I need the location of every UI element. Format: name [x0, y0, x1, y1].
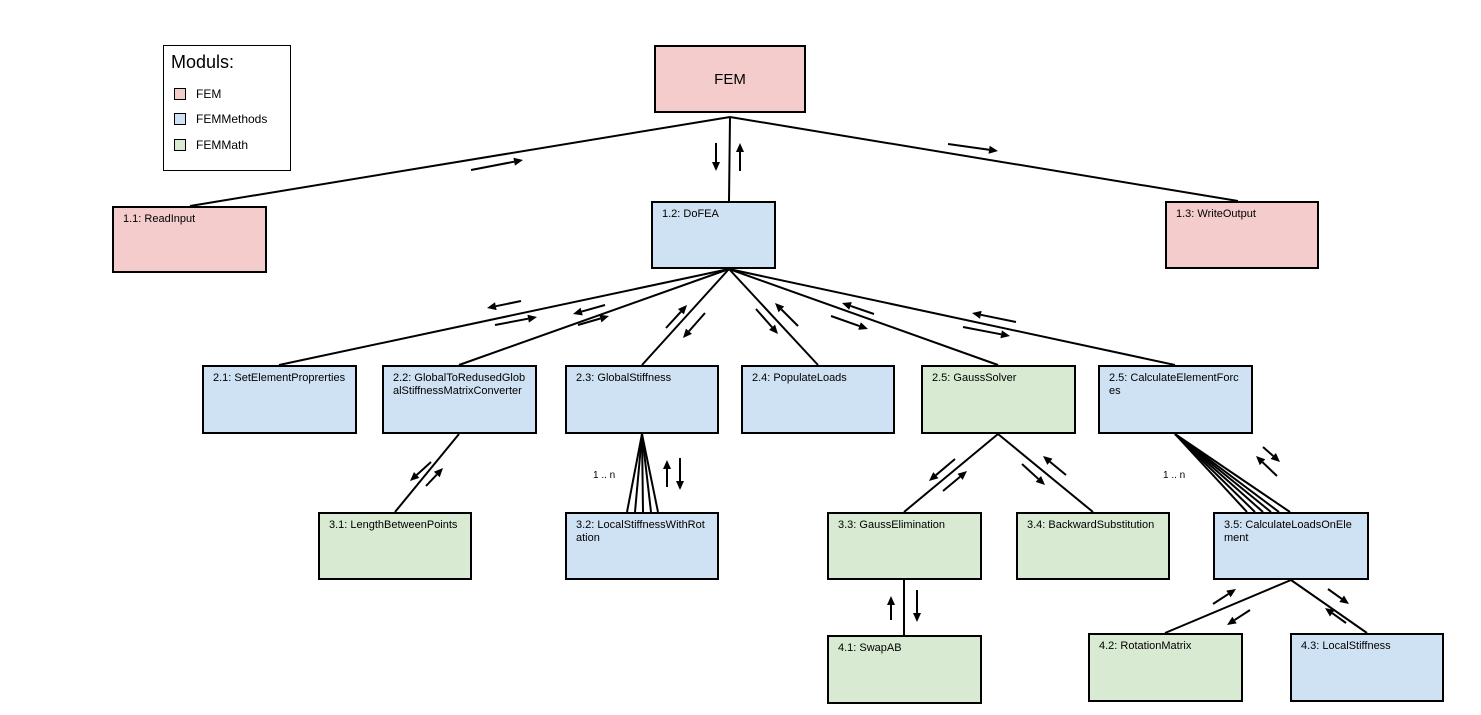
arrow-populate-loads-to-dofea [775, 303, 799, 327]
legend-label-femmath: FEMMath [196, 138, 249, 152]
arrow-gauss-solver-to-backward [1021, 463, 1045, 485]
arrow-elimination-to-swap [913, 590, 921, 622]
connector-element-forces-loads-5 [1174, 433, 1280, 513]
arrow-dofea-to-global-to-reduced [577, 314, 609, 326]
node-calculate-loads-on-element: 3.5: CalculateLoadsOnElement [1213, 512, 1369, 580]
connector-gauss-solver-elimination [903, 433, 999, 513]
arrow-local-to-global-stiffness [663, 460, 671, 487]
arrow-element-forces-to-loads [1262, 446, 1280, 462]
multiplicity-global-stiffness: 1 .. n [593, 470, 616, 481]
legend-swatch-femmethods [174, 113, 186, 125]
arrow-loads-to-rotation [1212, 589, 1236, 605]
node-calculate-element-forces: 2.5: CalculateElementForces [1098, 365, 1253, 434]
node-length-between-points: 3.1: LengthBetweenPoints [318, 512, 472, 580]
connector-dofea-global-to-reduced [458, 268, 730, 366]
connector-fem-do-fea [728, 116, 731, 202]
arrow-fem-to-write-output [947, 143, 998, 154]
connector-loads-local-stiffness [1290, 579, 1368, 634]
node-write-output: 1.3: WriteOutput [1165, 201, 1319, 269]
node-local-stiffness-with-rotation: 3.2: LocalStiffnessWithRotation [565, 512, 719, 580]
arrow-fem-to-do-fea-down [712, 143, 720, 171]
arrow-calc-forces-to-dofea [972, 310, 1017, 323]
node-global-stiffness: 2.3: GlobalStiffness [565, 365, 719, 434]
connector-loads-rotation-matrix [1164, 579, 1292, 634]
arrow-rotation-to-loads [1227, 609, 1251, 625]
connector-element-forces-loads-6 [1174, 433, 1291, 513]
arrow-global-to-reduced-to-length [410, 461, 432, 481]
connector-dofea-gauss-solver [728, 268, 999, 366]
arrow-dofea-to-gauss-solver [830, 315, 868, 330]
arrow-gauss-solver-to-elimination [929, 458, 956, 481]
arrow-dofea-to-calc-forces [962, 326, 1010, 339]
node-global-to-reduced: 2.2: GlobalToRedusedGlobalStiffnessMatri… [382, 365, 537, 434]
arrow-do-fea-to-fem-up [736, 143, 744, 171]
arrow-loads-to-element-forces [1256, 456, 1278, 477]
arrow-global-stiffness-to-dofea [665, 305, 687, 329]
node-swap-ab: 4.1: SwapAB [827, 635, 982, 704]
node-rotation-matrix: 4.2: RotationMatrix [1088, 633, 1243, 702]
connector-dofea-calculate-element-forces [728, 268, 1176, 366]
arrow-global-stiffness-to-local [676, 458, 684, 490]
multiplicity-element-forces: 1 .. n [1163, 470, 1186, 481]
node-local-stiffness: 4.3: LocalStiffness [1290, 633, 1444, 702]
arrow-loads-to-local-stiffness [1327, 588, 1349, 604]
connector-global-stiffness-local-2 [634, 433, 643, 513]
legend: Moduls: FEM FEMMethods FEMMath [163, 45, 291, 171]
arrow-fem-to-read-input [470, 157, 523, 171]
arrow-dofea-to-global-stiffness [683, 312, 706, 338]
arrow-length-to-global-to-reduced [425, 468, 443, 487]
node-backward-substitution: 3.4: BackwardSubstitution [1016, 512, 1170, 580]
connector-fem-read-input [189, 116, 731, 207]
connector-global-stiffness-local-1 [626, 433, 643, 513]
connector-global-stiffness-local-4 [641, 433, 652, 513]
legend-swatch-fem [174, 88, 186, 100]
arrow-gauss-solver-to-dofea [842, 302, 875, 315]
data-flow-arrows [410, 143, 1349, 625]
connector-dofea-populate-loads [728, 268, 819, 366]
arrow-elimination-to-gauss-solver [942, 471, 967, 492]
node-read-input: 1.1: ReadInput [112, 206, 267, 273]
arrow-dofea-to-populate-loads [755, 308, 778, 334]
node-gauss-elimination: 3.3: GaussElimination [827, 512, 982, 580]
arrow-set-props-to-dofea [487, 300, 522, 311]
node-gauss-solver: 2.5: GaussSolver [921, 365, 1076, 434]
connectors [189, 116, 1368, 635]
legend-title: Moduls: [171, 52, 235, 72]
node-do-fea: 1.2: DoFEA [651, 201, 776, 269]
connector-global-stiffness-local-5 [641, 433, 659, 513]
legend-label-fem: FEM [196, 87, 222, 101]
connector-gauss-solver-backward [997, 433, 1094, 513]
arrow-swap-to-elimination [887, 596, 895, 620]
arrow-dofea-to-set-props [494, 314, 537, 326]
connector-dofea-set-element-properties [278, 268, 730, 366]
legend-label-femmethods: FEMMethods [196, 112, 268, 126]
node-populate-loads: 2.4: PopulateLoads [741, 365, 895, 434]
arrow-backward-to-gauss-solver [1043, 456, 1067, 476]
connector-fem-write-output [729, 116, 1239, 202]
legend-swatch-femmath [174, 139, 186, 151]
arrow-local-stiffness-to-loads [1325, 608, 1347, 624]
node-set-element-properties: 2.1: SetElementProprerties [202, 365, 357, 434]
connector-global-to-reduced-length [394, 433, 460, 513]
arrow-global-to-reduced-to-dofea [573, 304, 606, 316]
connector-dofea-global-stiffness [641, 268, 730, 366]
connector-global-stiffness-local-3 [641, 433, 644, 513]
node-fem: FEM [654, 45, 806, 113]
